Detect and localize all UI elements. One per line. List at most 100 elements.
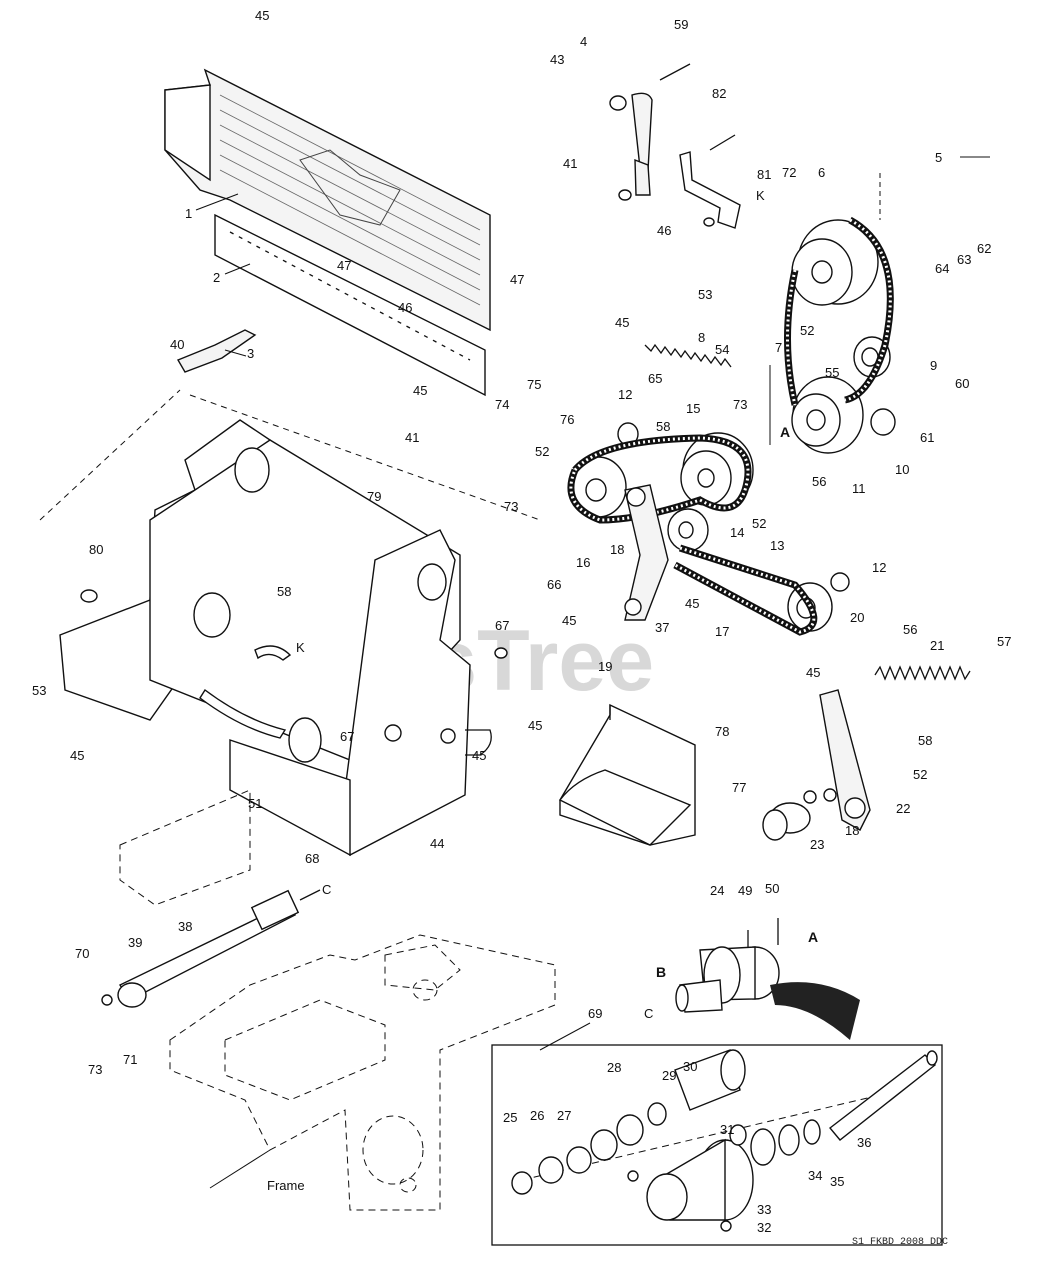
callout-74: 74: [495, 397, 509, 412]
callout-61: 61: [920, 430, 934, 445]
callout-68: 68: [305, 851, 319, 866]
callout-62: 62: [977, 241, 991, 256]
callout-2: 2: [213, 270, 220, 285]
callout-49: 49: [738, 883, 752, 898]
callout-35: 35: [830, 1174, 844, 1189]
callout-56a: 56: [812, 474, 826, 489]
callout-73c: 73: [88, 1062, 102, 1077]
callout-45f: 45: [528, 718, 542, 733]
letter-k1: K: [756, 188, 765, 203]
inset-exploded-bearing: [491, 1044, 943, 1246]
part-spring-21: [874, 665, 971, 681]
callout-76: 76: [560, 412, 574, 427]
part-10: [870, 408, 896, 436]
callout-52c: 52: [752, 516, 766, 531]
callout-52b: 52: [800, 323, 814, 338]
callout-44: 44: [430, 836, 444, 851]
letter-c2: C: [644, 1006, 653, 1021]
frame-label: Frame: [267, 1178, 305, 1193]
part-pulley-15: [680, 432, 754, 508]
drawing-code: S1 FKBD 2008 DDC: [852, 1237, 948, 1248]
letter-a2: A: [808, 929, 818, 945]
callout-23: 23: [810, 837, 824, 852]
callout-45a: 45: [615, 315, 629, 330]
callout-21: 21: [930, 638, 944, 653]
callout-7: 7: [775, 340, 782, 355]
callout-22: 22: [896, 801, 910, 816]
part-spring-8: [644, 343, 732, 368]
part-idler-arm-37: [624, 484, 669, 621]
callout-45d: 45: [562, 613, 576, 628]
part-pulley-6: [791, 219, 879, 306]
callout-15: 15: [686, 401, 700, 416]
callout-58a: 58: [656, 419, 670, 434]
letter-k2: K: [296, 640, 305, 655]
callout-73b: 73: [504, 499, 518, 514]
callout-29: 29: [662, 1068, 676, 1083]
callout-25: 25: [503, 1110, 517, 1125]
callout-24: 24: [710, 883, 724, 898]
part-pulley-11: [791, 376, 864, 454]
part-bracket-81: [679, 134, 741, 229]
belt-13: [673, 544, 818, 636]
part-12-lower: [830, 572, 850, 592]
callout-6: 6: [818, 165, 825, 180]
part-pulley-14: [667, 508, 709, 552]
callout-45b: 45: [413, 383, 427, 398]
callout-70: 70: [75, 946, 89, 961]
callout-66: 66: [547, 577, 561, 592]
part-frame: [169, 934, 556, 1211]
callout-30: 30: [683, 1059, 697, 1074]
callout-43: 43: [550, 52, 564, 67]
callout-38: 38: [178, 919, 192, 934]
callout-71: 71: [123, 1052, 137, 1067]
callout-9: 9: [930, 358, 937, 373]
callout-82: 82: [712, 86, 726, 101]
callout-46a: 46: [657, 223, 671, 238]
callout-77: 77: [732, 780, 746, 795]
letter-b: B: [656, 964, 666, 980]
callout-53b: 53: [32, 683, 46, 698]
callout-69: 69: [588, 1006, 602, 1021]
callout-47b: 47: [510, 272, 524, 287]
belt-ribbon: [770, 982, 860, 1040]
callout-10: 10: [895, 462, 909, 477]
letter-c1: C: [322, 882, 331, 897]
callout-16: 16: [576, 555, 590, 570]
part-sleeve-30: [674, 1049, 746, 1111]
part-spacer-23: [762, 802, 811, 841]
callout-45g: 45: [472, 748, 486, 763]
callout-53a: 53: [698, 287, 712, 302]
callout-55: 55: [825, 365, 839, 380]
part-lower-plate: [119, 789, 251, 906]
callout-59: 59: [674, 17, 688, 32]
callout-52d: 52: [913, 767, 927, 782]
callout-32: 32: [757, 1220, 771, 1235]
part-housing-24: [675, 918, 780, 1013]
callout-51: 51: [248, 796, 262, 811]
callout-57: 57: [997, 634, 1011, 649]
callout-33: 33: [757, 1202, 771, 1217]
callout-40: 40: [170, 337, 184, 352]
callout-81: 81: [757, 167, 771, 182]
callout-45e: 45: [806, 665, 820, 680]
callout-79: 79: [367, 489, 381, 504]
section-letters: K K A A B C C: [296, 188, 818, 1021]
callout-63: 63: [957, 252, 971, 267]
part-chassis: [59, 419, 492, 857]
part-bracket-3: [176, 329, 257, 373]
part-arm-22: [819, 689, 871, 831]
callout-27: 27: [557, 1108, 571, 1123]
callout-39: 39: [128, 935, 142, 950]
callout-60: 60: [955, 376, 969, 391]
callout-41b: 41: [405, 430, 419, 445]
callout-12a: 12: [618, 387, 632, 402]
callout-12b: 12: [872, 560, 886, 575]
callout-50: 50: [765, 881, 779, 896]
callout-46b: 46: [398, 300, 412, 315]
callout-45i: 45: [255, 8, 269, 23]
callout-4: 4: [580, 34, 587, 49]
callout-labels: 1 2 3 4 5 6 7 8 9 10 11 12 12 13 14 15 1…: [32, 8, 1011, 1235]
part-grille: [164, 68, 491, 332]
callout-80: 80: [89, 542, 103, 557]
